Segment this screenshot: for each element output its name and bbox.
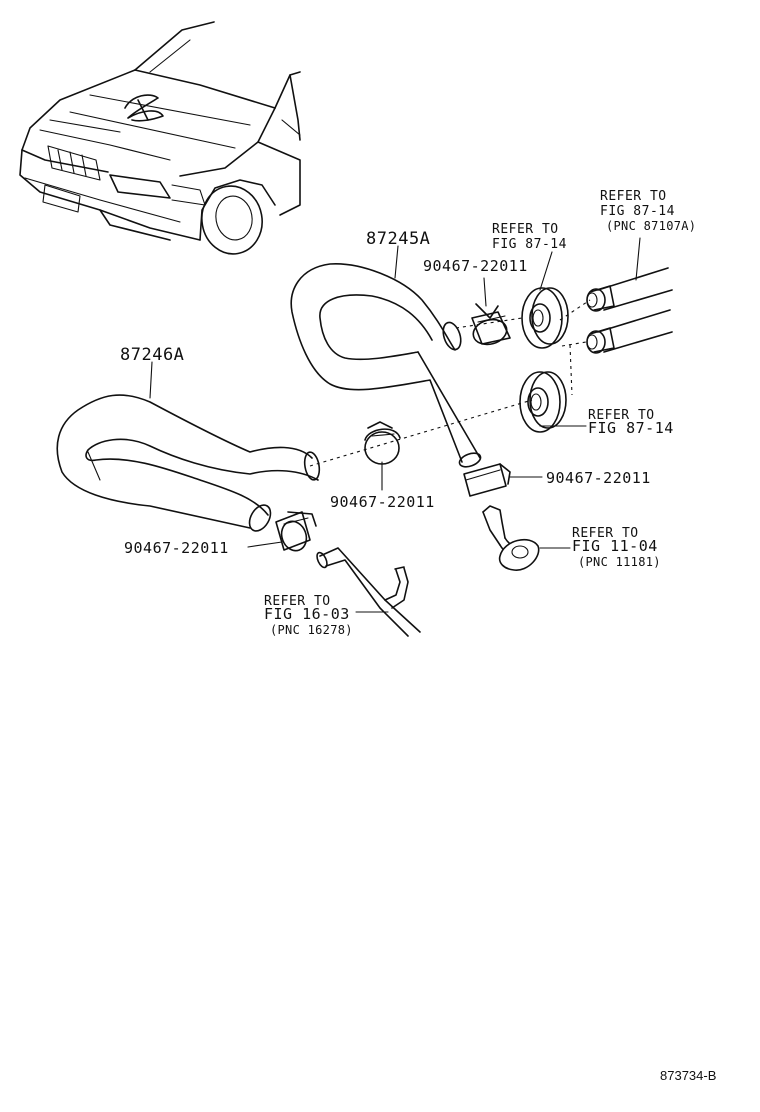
label-clamp-left: 90467-22011 <box>124 539 229 557</box>
ref-grommet-middle-line1: REFER TO <box>588 408 655 423</box>
heater-pipes <box>586 267 673 354</box>
ref-outlet-line3: (PNC 11181) <box>578 555 661 569</box>
figure-code: 873734-B <box>660 1068 716 1083</box>
leader-lines <box>149 237 641 613</box>
ref-grommet-middle-line2: FIG 87-14 <box>588 419 674 437</box>
car-front-illustration <box>19 21 301 255</box>
clamp-left <box>275 511 317 552</box>
clamp-top <box>471 303 511 346</box>
ref-outlet-line1: REFER TO <box>572 526 639 541</box>
ref-pipes-line1: REFER TO <box>600 189 667 204</box>
ref-waterpipe-line3: (PNC 16278) <box>270 623 353 637</box>
ref-outlet-line2: FIG 11-04 <box>572 537 658 555</box>
alignment-lines <box>309 299 591 467</box>
grommet-middle <box>519 371 567 433</box>
hose-87245A <box>290 263 482 468</box>
ref-pipes-line3: (PNC 87107A) <box>606 219 696 233</box>
grommet-top <box>521 287 569 349</box>
label-hose-87245A: 87245A <box>366 229 430 249</box>
ref-waterpipe-line2: FIG 16-03 <box>264 605 350 623</box>
water-outlet <box>482 505 540 571</box>
label-clamp-right: 90467-22011 <box>546 469 651 487</box>
label-hose-87246A: 87246A <box>120 345 184 365</box>
ref-grommet-top-line1: REFER TO <box>492 222 559 237</box>
water-pipe <box>316 547 421 637</box>
label-clamp-top: 90467-22011 <box>423 257 528 275</box>
clamp-middle <box>364 421 401 465</box>
ref-pipes-line2: FIG 87-14 <box>600 204 675 219</box>
clamp-right <box>463 463 511 497</box>
ref-grommet-top-line2: FIG 87-14 <box>492 237 567 252</box>
label-clamp-middle: 90467-22011 <box>330 493 435 511</box>
labels: 87245A 87246A 90467-22011 90467-22011 90… <box>120 189 716 1083</box>
hose-87246A <box>56 394 321 532</box>
ref-waterpipe-line1: REFER TO <box>264 594 331 609</box>
